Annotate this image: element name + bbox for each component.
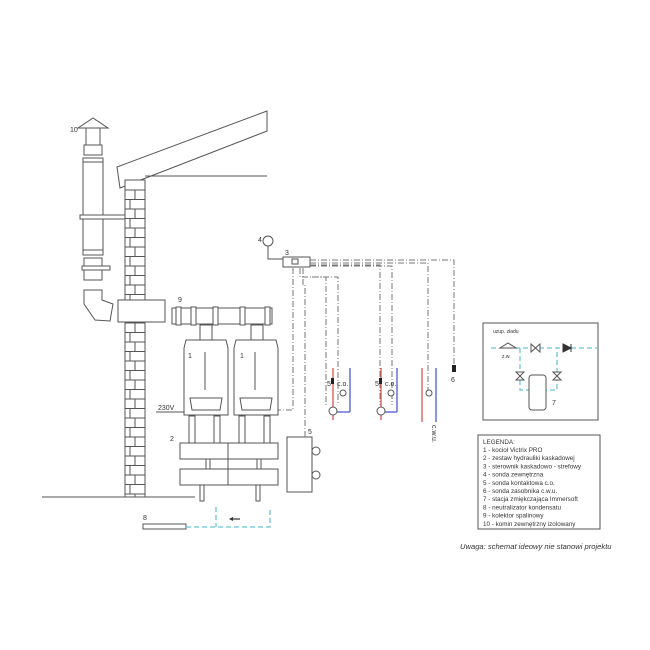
softener-station: uzup. zładu z.w. 7 — [482, 322, 599, 421]
tank-sensor — [452, 365, 456, 372]
dhw-circuit: c.w.u. — [421, 368, 437, 443]
roof — [116, 110, 268, 189]
brick-courses — [125, 189, 145, 497]
heating-circuit-2: 5 c.o. — [375, 368, 398, 420]
label-co-b: c.o. — [385, 381, 396, 388]
boiler-valves — [188, 415, 271, 444]
legend-item: 3 - sterownik kaskadowo - strefowy — [483, 463, 582, 470]
heating-circuit-1: 5 c.o. — [327, 368, 351, 420]
label-1a: 1 — [188, 353, 192, 360]
chimney-elbow — [83, 289, 114, 322]
label-co-a: c.o. — [337, 381, 348, 388]
legend-item: 4 - sonda zewnętrzna — [483, 472, 544, 479]
building — [42, 110, 268, 498]
label-10: 10 — [70, 127, 78, 134]
label-7: 7 — [552, 400, 556, 407]
label-5b: 5 — [375, 381, 379, 388]
label-4: 4 — [258, 237, 262, 244]
legend-item: 8 - neutralizator kondensatu — [483, 504, 562, 511]
label-1b: 1 — [240, 353, 244, 360]
flue-collector: 9 — [171, 297, 273, 326]
legend-item: 5 - sonda kontaktowa c.o. — [483, 480, 555, 487]
label-5a: 5 — [327, 381, 331, 388]
label-3: 3 — [285, 250, 289, 257]
wall-bracket — [79, 214, 126, 220]
label-5c: 5 — [308, 429, 312, 436]
disclaimer-note: Uwaga: schemat ideowy nie stanowi projek… — [460, 542, 612, 551]
label-cwu: c.w.u. — [430, 425, 437, 443]
legend-item: 6 - sonda zasobnika c.w.u. — [483, 488, 557, 495]
legend-title: LEGENDA: — [483, 439, 515, 446]
legend-item: 9 - kolektor spalinowy — [483, 513, 544, 520]
zw-label: z.w. — [502, 354, 511, 360]
make-up-label: uzup. zładu — [493, 329, 519, 335]
legend-item: 1 - kocioł Victrix PRO — [483, 447, 542, 454]
legend-item: 2 - zestaw hydrauliki kaskadowej — [483, 455, 575, 462]
condensate-neutralizer: 8 — [142, 507, 271, 530]
wall-pass-pipe — [117, 299, 166, 323]
label-6: 6 — [451, 377, 455, 384]
chimney-cap — [76, 117, 110, 129]
voltage-label: 230V — [158, 405, 175, 412]
label-2: 2 — [170, 436, 174, 443]
legend-item: 10 - komin zewnętrzny izolowany — [483, 521, 576, 528]
outdoor-sensor — [262, 235, 274, 247]
boiler-1: 1 — [183, 324, 229, 416]
controls: 4 3 6 — [258, 235, 456, 437]
hydraulic-separator — [286, 436, 313, 493]
label-9: 9 — [178, 297, 182, 304]
legend-item: 7 - stacja zmiękczająca Immersoft — [483, 496, 578, 503]
label-8: 8 — [143, 515, 147, 522]
boiler-2: 1 — [233, 324, 279, 416]
chimney: 10 — [70, 117, 166, 323]
cascade-hydraulics: 2 5 — [170, 429, 321, 502]
